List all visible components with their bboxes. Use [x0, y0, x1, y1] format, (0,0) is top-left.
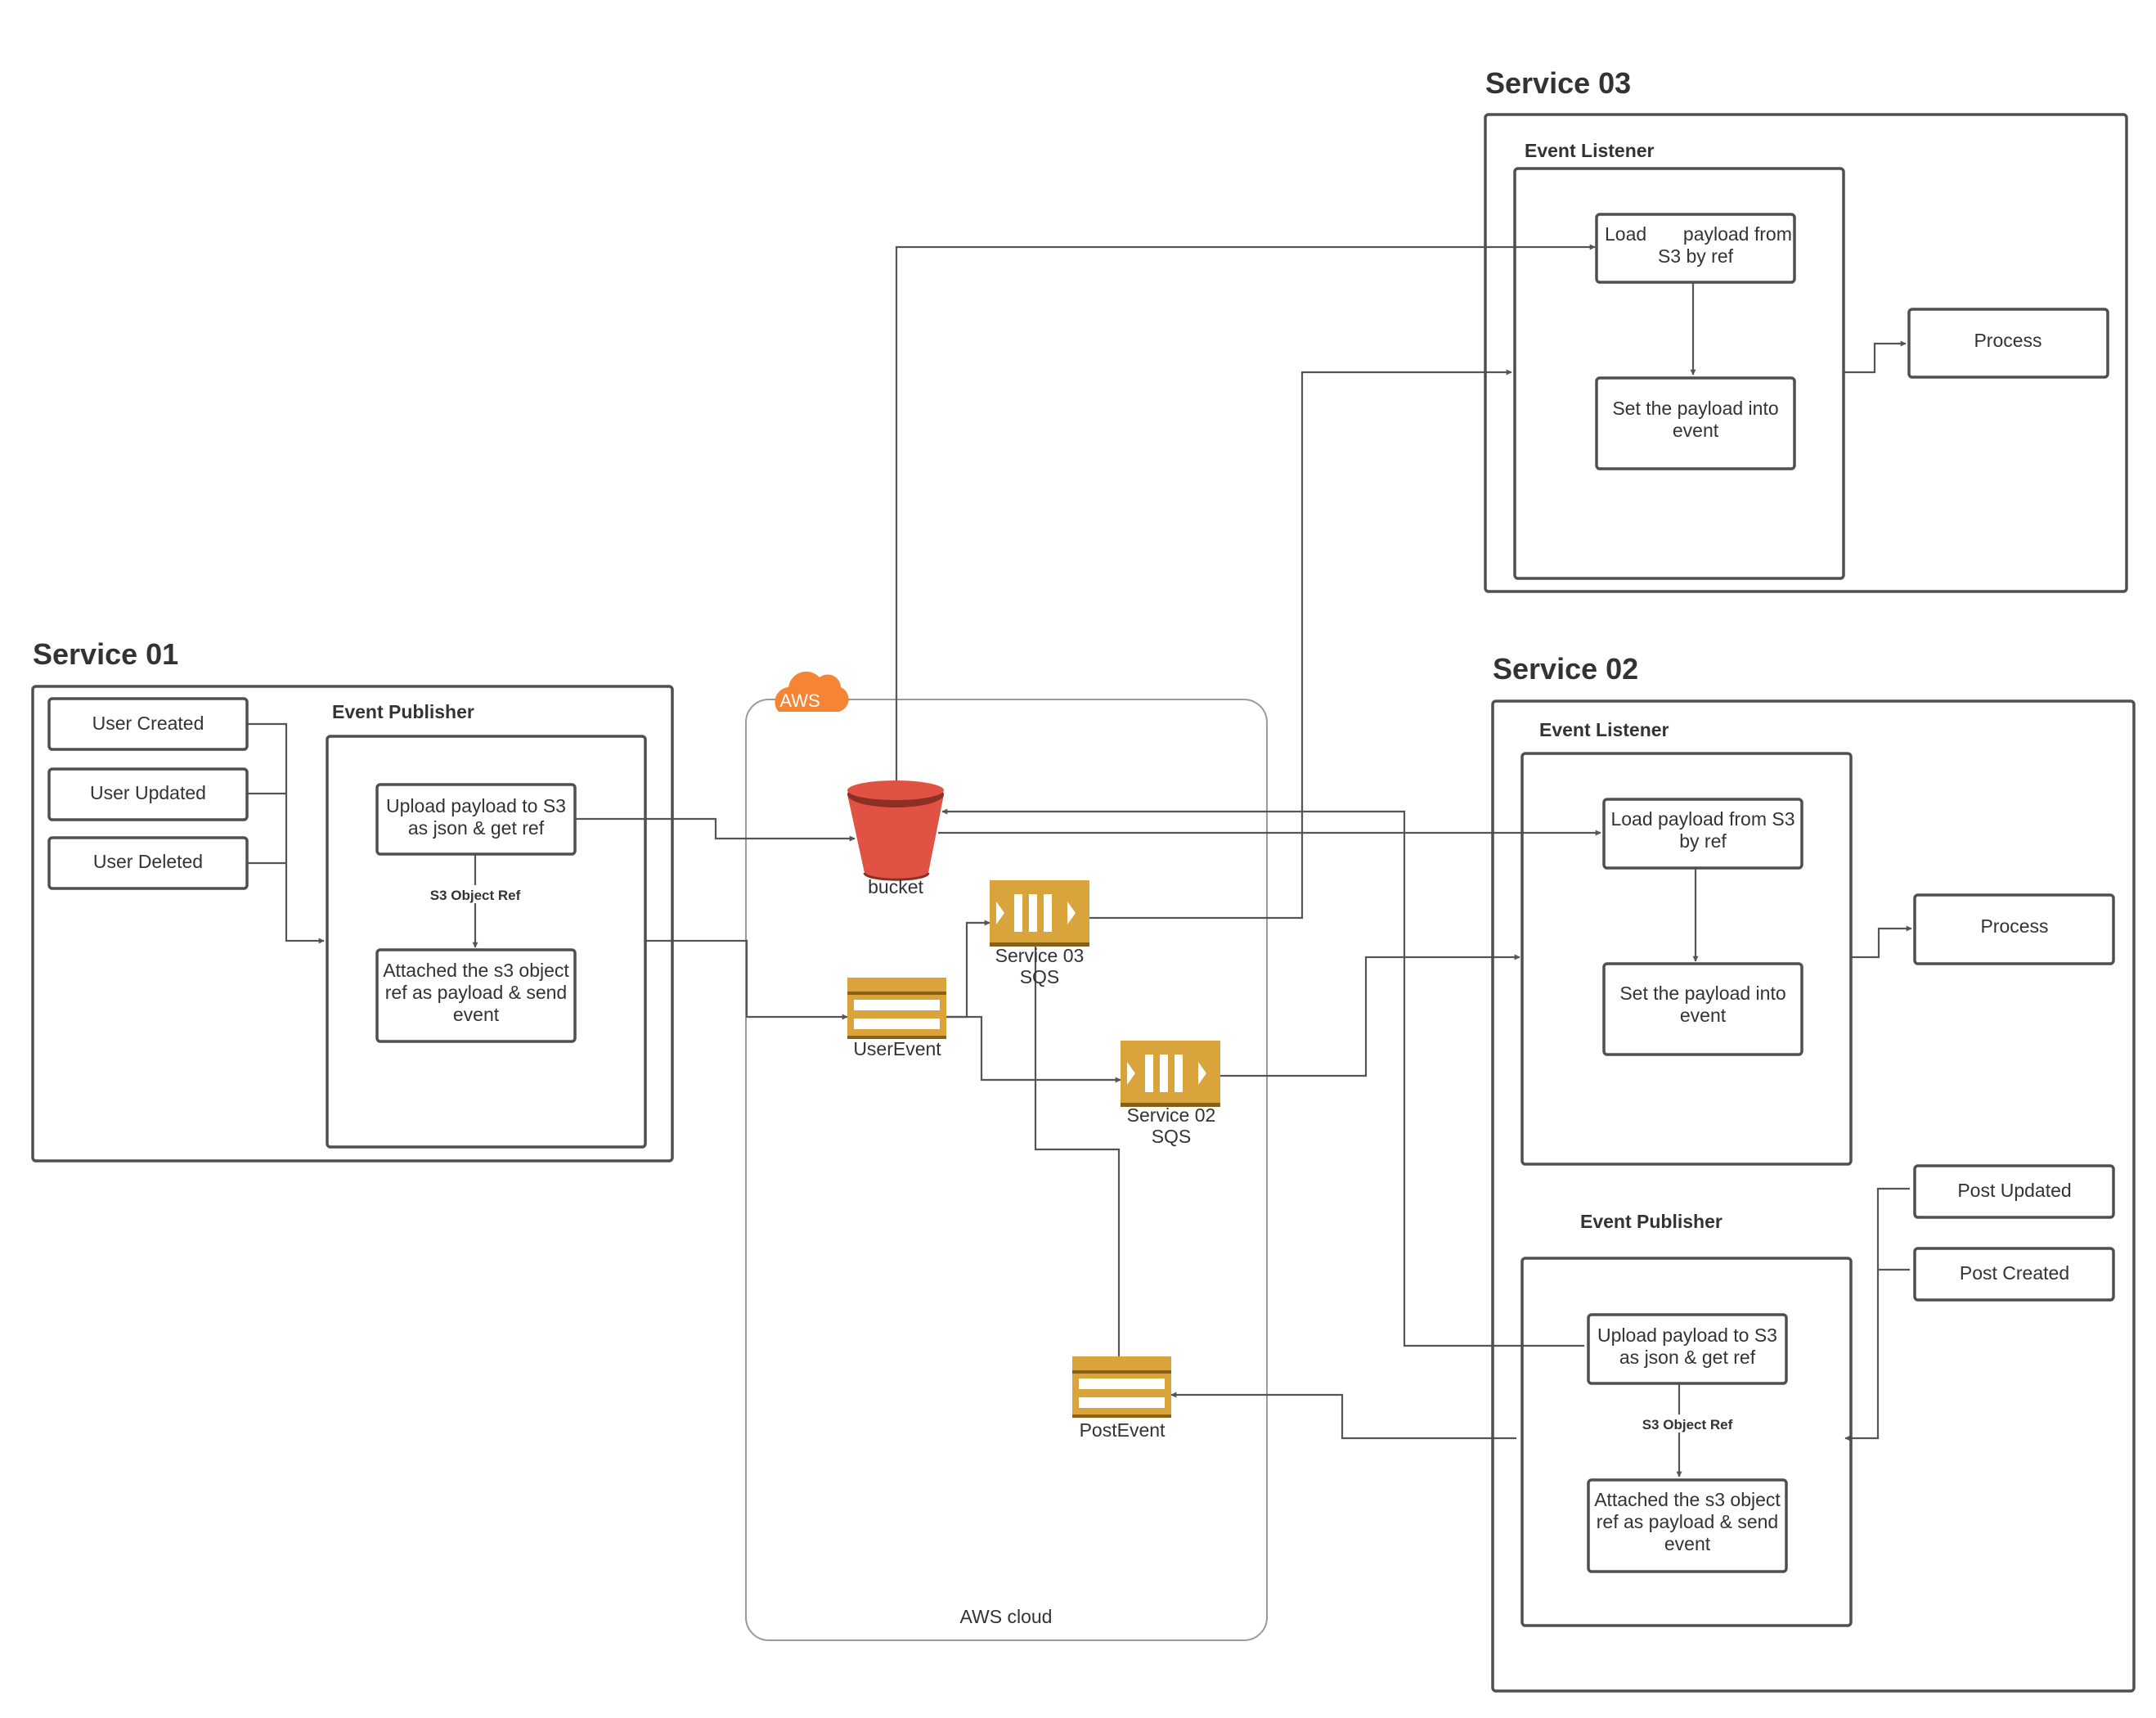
s2-upload-node[interactable]: [1587, 1313, 1788, 1385]
s1-attach-node[interactable]: [375, 948, 577, 1043]
sqs02-label-line2: SQS: [1152, 1126, 1192, 1147]
edge-sqs02-listener: [1220, 954, 1520, 1077]
user-updated-node[interactable]: [47, 767, 249, 821]
service03-title: Service 03: [1485, 66, 1631, 100]
s1-edge-label: S3 Object Ref: [430, 888, 521, 903]
s3-process-label: Process: [1974, 330, 2041, 351]
edge-user-created: [247, 722, 325, 944]
user-event-sns-icon[interactable]: [847, 978, 946, 1039]
s2-set-line1: Set the payload into: [1619, 983, 1785, 1004]
service01-title: Service 01: [33, 637, 178, 671]
aws-cloud-caption: AWS cloud: [960, 1606, 1053, 1627]
s1-attach-line3: event: [453, 1004, 500, 1025]
bucket-label: bucket: [868, 876, 923, 897]
s3-load-line1: Load payload from: [1605, 223, 1792, 245]
post-event-label: PostEvent: [1080, 1419, 1166, 1441]
service01-publisher-frame: [326, 735, 647, 1149]
service03-listener-frame: [1513, 167, 1845, 580]
s2-load-line1: Load payload from S3: [1610, 808, 1794, 830]
service03-listener-title: Event Listener: [1525, 140, 1655, 161]
s3-set-line2: event: [1673, 420, 1719, 441]
service01-publisher-title: Event Publisher: [332, 701, 474, 722]
edge-s2-listener-process: [1850, 925, 1912, 959]
s2-upload-line1: Upload payload to S3: [1597, 1324, 1777, 1346]
edge-userevent-sqs03: [946, 920, 990, 1019]
service01-frame: [31, 685, 674, 1163]
post-created-label: Post Created: [1960, 1262, 2069, 1284]
s2-edge-label-bg: [1626, 1414, 1732, 1432]
s2-upload-line2: as json & get ref: [1619, 1347, 1756, 1368]
service01-group: Service 01 User Created User Updated Use…: [31, 637, 674, 1163]
edge-s2-upload-bucket: [941, 808, 1584, 1347]
post-event-sns-icon[interactable]: [1072, 1356, 1171, 1418]
sqs03-label-line2: SQS: [1020, 966, 1060, 987]
aws-badge-text: AWS: [779, 690, 820, 711]
sqs02-label-line1: Service 02: [1127, 1104, 1216, 1126]
aws-cloud-shape: [775, 671, 849, 712]
s1-edge-label-bg: [421, 885, 528, 903]
s3-load-line2: S3 by ref: [1658, 245, 1734, 267]
service02-publisher-title: Event Publisher: [1580, 1211, 1723, 1232]
service02-frame: [1491, 699, 2136, 1693]
user-event-label: UserEvent: [853, 1038, 941, 1059]
s2-process-node[interactable]: [1913, 893, 2115, 965]
edge-s3-listener-process: [1844, 340, 1907, 374]
sqs02-queue-icon[interactable]: [1121, 1041, 1220, 1107]
s3-set-node[interactable]: [1595, 376, 1796, 470]
s2-set-node[interactable]: [1602, 962, 1803, 1056]
post-updated-node[interactable]: [1913, 1164, 2115, 1219]
s2-load-node[interactable]: [1602, 798, 1803, 870]
edge-sqs03-listener: [1089, 369, 1512, 920]
user-deleted-label: User Deleted: [93, 851, 203, 872]
s1-upload-node[interactable]: [375, 783, 577, 856]
edge-s1-publish-userevent: [645, 939, 848, 1020]
s1-attach-line1: Attached the s3 object: [383, 960, 569, 981]
user-deleted-node[interactable]: [47, 836, 249, 890]
user-created-label: User Created: [92, 713, 204, 734]
service03-frame: [1484, 113, 2128, 593]
s2-set-line2: event: [1680, 1005, 1727, 1026]
s2-process-label: Process: [1980, 915, 2048, 937]
post-updated-label: Post Updated: [1957, 1180, 2071, 1201]
sqs03-label-line1: Service 03: [995, 945, 1085, 966]
user-created-node[interactable]: [47, 697, 249, 751]
service03-group: Service 03 Event Listener Load payload f…: [1484, 66, 2128, 593]
aws-cloud-icon: AWS: [775, 671, 849, 712]
edge-post-updated: [1844, 1187, 1910, 1441]
service02-publisher-frame: [1520, 1257, 1853, 1627]
s3-load-node[interactable]: [1595, 213, 1796, 284]
s1-upload-line1: Upload payload to S3: [386, 795, 566, 816]
s3-process-node[interactable]: [1907, 308, 2109, 379]
s3-set-line1: Set the payload into: [1612, 398, 1778, 419]
s3-bucket-icon[interactable]: [847, 780, 944, 881]
s1-upload-line2: as json & get ref: [408, 817, 545, 839]
edge-bucket-s3-load: [895, 244, 1596, 787]
edge-s1-upload-bucket: [575, 817, 856, 842]
s2-edge-label: S3 Object Ref: [1642, 1417, 1733, 1432]
service02-listener-title: Event Listener: [1539, 719, 1669, 740]
s2-attach-line3: event: [1664, 1533, 1711, 1554]
post-created-node[interactable]: [1913, 1247, 2115, 1302]
edge-postevent-sqs03: [1029, 913, 1121, 1356]
edge-s2-publish-postevent: [1170, 1392, 1516, 1440]
sqs03-queue-icon[interactable]: [990, 880, 1089, 947]
s2-attach-line2: ref as payload & send: [1597, 1511, 1778, 1532]
service02-group: Service 02 Event Listener Load payload f…: [1491, 652, 2136, 1693]
s2-load-line2: by ref: [1679, 830, 1727, 852]
user-updated-label: User Updated: [90, 782, 206, 803]
edge-userevent-sqs02: [946, 1015, 1121, 1083]
aws-cloud-group: AWS AWS cloud: [745, 671, 1268, 1641]
s2-attach-node[interactable]: [1587, 1478, 1788, 1573]
service02-title: Service 02: [1493, 652, 1638, 686]
aws-cloud-boundary: [745, 699, 1268, 1641]
s2-attach-line1: Attached the s3 object: [1594, 1489, 1781, 1510]
s1-attach-line2: ref as payload & send: [385, 982, 567, 1003]
service02-listener-frame: [1520, 752, 1853, 1166]
